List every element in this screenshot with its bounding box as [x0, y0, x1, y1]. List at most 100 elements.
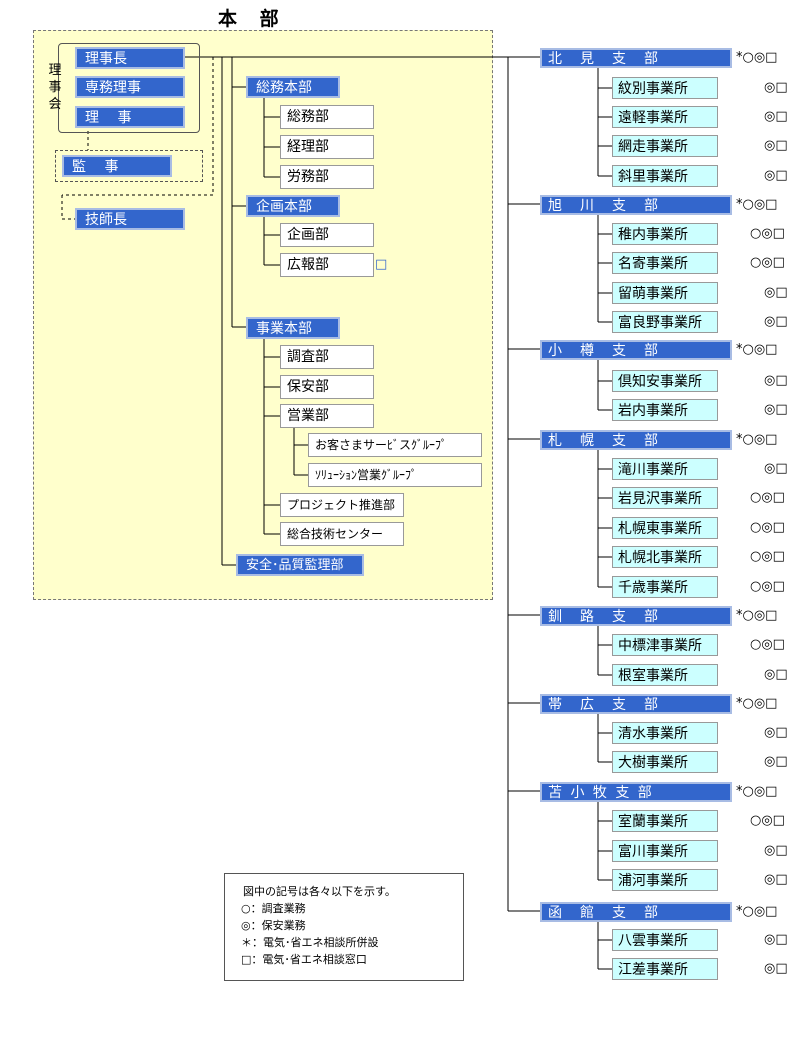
office-taiki[interactable]: 大樹事業所: [612, 751, 718, 773]
legend-box: 図中の記号は各々以下を示す。 ○：調査業務 ◎：保安業務 ＊：電気･省エネ相談所…: [224, 873, 464, 981]
branch-sapporo-symbols: *○◎□: [736, 432, 778, 447]
office-mombetsu-symbols: ◎□: [764, 80, 788, 95]
dashed-lines: [61, 57, 214, 220]
branch-hakodate-symbols: *○◎□: [736, 904, 778, 919]
office-nemuro[interactable]: 根室事業所: [612, 664, 718, 686]
auditor-box[interactable]: 監 事: [62, 155, 172, 177]
office-nemuro-symbols: ◎□: [764, 667, 788, 682]
office-rumoi-symbols: ◎□: [764, 285, 788, 300]
branch-kushiro-box[interactable]: 釧 路 支 部: [540, 606, 732, 626]
office-furano[interactable]: 富良野事業所: [612, 311, 718, 333]
dept-labor[interactable]: 労務部: [280, 165, 374, 189]
legend-item-safety: ◎：保安業務: [241, 919, 306, 932]
office-nayoro[interactable]: 名寄事業所: [612, 252, 718, 274]
office-muroran[interactable]: 室蘭事業所: [612, 810, 718, 832]
branch-otaru-box[interactable]: 小 樽 支 部: [540, 340, 732, 360]
office-nakashibetsu[interactable]: 中標津事業所: [612, 634, 718, 656]
branch-hakodate-box[interactable]: 函 館 支 部: [540, 902, 732, 922]
office-yakumo[interactable]: 八雲事業所: [612, 929, 718, 951]
office-iwamizawa[interactable]: 岩見沢事業所: [612, 487, 718, 509]
office-taiki-symbols: ◎□: [764, 754, 788, 769]
group-customer-service[interactable]: お客さまサーﾋﾞスｸﾞﾙｰﾌﾟ: [308, 433, 482, 457]
dept-planning[interactable]: 企画部: [280, 223, 374, 247]
office-urakawa-symbols: ◎□: [764, 872, 788, 887]
dept-accounting[interactable]: 経理部: [280, 135, 374, 159]
office-esashi[interactable]: 江差事業所: [612, 958, 718, 980]
office-sapporo-north[interactable]: 札幌北事業所: [612, 546, 718, 568]
dept-public-relations[interactable]: 広報部: [280, 253, 374, 277]
office-engaru[interactable]: 遠軽事業所: [612, 106, 718, 128]
council-member-senior-director[interactable]: 専務理事: [75, 76, 185, 98]
office-takikawa[interactable]: 滝川事業所: [612, 458, 718, 480]
branch-tomakomai-symbols: *○◎□: [736, 784, 778, 799]
legend-title: 図中の記号は各々以下を示す。: [243, 885, 396, 898]
division-safety-quality[interactable]: 安全･品質監理部: [236, 554, 364, 576]
branch-sapporo-box[interactable]: 札 幌 支 部: [540, 430, 732, 450]
branch-asahikawa-box[interactable]: 旭 川 支 部: [540, 195, 732, 215]
office-kutchan[interactable]: 倶知安事業所: [612, 370, 718, 392]
dept-survey[interactable]: 調査部: [280, 345, 374, 369]
branch-kitami-symbols: *○◎□: [736, 50, 778, 65]
office-wakkanai[interactable]: 稚内事業所: [612, 223, 718, 245]
branch-otaru-symbols: *○◎□: [736, 342, 778, 357]
branch-obihiro-box[interactable]: 帯 広 支 部: [540, 694, 732, 714]
legend-item-consultation-office: ＊：電気･省エネ相談所併設: [241, 936, 379, 949]
office-furano-symbols: ◎□: [764, 314, 788, 329]
office-urakawa[interactable]: 浦河事業所: [612, 869, 718, 891]
dept-safety[interactable]: 保安部: [280, 375, 374, 399]
dept-sales[interactable]: 営業部: [280, 404, 374, 428]
office-wakkanai-symbols: ○◎□: [750, 226, 785, 241]
office-rumoi[interactable]: 留萌事業所: [612, 282, 718, 304]
office-takikawa-symbols: ◎□: [764, 461, 788, 476]
council-label: 理事会: [48, 63, 62, 112]
office-shimizu[interactable]: 清水事業所: [612, 722, 718, 744]
office-iwamizawa-symbols: ○◎□: [750, 490, 785, 505]
engineer-box[interactable]: 技師長: [75, 208, 185, 230]
division-general-affairs[interactable]: 総務本部: [246, 76, 340, 98]
dept-general-affairs[interactable]: 総務部: [280, 105, 374, 129]
council-member-director[interactable]: 理 事: [75, 106, 185, 128]
office-nayoro-symbols: ○◎□: [750, 255, 785, 270]
branch-kushiro-symbols: *○◎□: [736, 608, 778, 623]
dept-project-promotion[interactable]: プロジェクト推進部: [280, 493, 404, 517]
office-shari[interactable]: 斜里事業所: [612, 165, 718, 187]
office-shimizu-symbols: ◎□: [764, 725, 788, 740]
office-kutchan-symbols: ◎□: [764, 373, 788, 388]
hq-lines: [185, 56, 540, 566]
office-abashiri[interactable]: 網走事業所: [612, 135, 718, 157]
office-nakashibetsu-symbols: ○◎□: [750, 637, 785, 652]
office-chitose-symbols: ○◎□: [750, 579, 785, 594]
office-tomikawa-symbols: ◎□: [764, 843, 788, 858]
office-iwanai-symbols: ◎□: [764, 402, 788, 417]
branch-obihiro-symbols: *○◎□: [736, 696, 778, 711]
page-title: 本 部: [218, 8, 287, 30]
office-tomikawa[interactable]: 富川事業所: [612, 840, 718, 862]
office-muroran-symbols: ○◎□: [750, 813, 785, 828]
branch-tomakomai-box[interactable]: 苫 小 牧 支 部: [540, 782, 732, 802]
branch-kitami-box[interactable]: 北 見 支 部: [540, 48, 732, 68]
legend-item-survey: ○：調査業務: [241, 902, 306, 915]
office-shari-symbols: ◎□: [764, 168, 788, 183]
division-planning[interactable]: 企画本部: [246, 195, 340, 217]
office-chitose[interactable]: 千歳事業所: [612, 576, 718, 598]
office-sapporo-east[interactable]: 札幌東事業所: [612, 517, 718, 539]
office-esashi-symbols: ◎□: [764, 961, 788, 976]
division-business[interactable]: 事業本部: [246, 317, 340, 339]
office-engaru-symbols: ◎□: [764, 109, 788, 124]
office-iwanai[interactable]: 岩内事業所: [612, 399, 718, 421]
auditor-frame: [55, 150, 203, 182]
office-sapporo-east-symbols: ○◎□: [750, 520, 785, 535]
branch-lines: [507, 57, 612, 970]
office-mombetsu[interactable]: 紋別事業所: [612, 77, 718, 99]
group-solution-sales[interactable]: ｿﾘｭｰｼｮﾝ営業ｸﾞﾙｰﾌﾟ: [308, 463, 482, 487]
office-abashiri-symbols: ◎□: [764, 138, 788, 153]
pr-window-symbol: □: [375, 257, 388, 272]
office-yakumo-symbols: ◎□: [764, 932, 788, 947]
legend-item-consultation-window: □：電気･省エネ相談窓口: [241, 953, 367, 966]
council-member-chairman[interactable]: 理事長: [75, 47, 185, 69]
council-frame: [58, 43, 200, 133]
dept-tech-center[interactable]: 総合技術センター: [280, 522, 404, 546]
office-sapporo-north-symbols: ○◎□: [750, 549, 785, 564]
branch-asahikawa-symbols: *○◎□: [736, 197, 778, 212]
